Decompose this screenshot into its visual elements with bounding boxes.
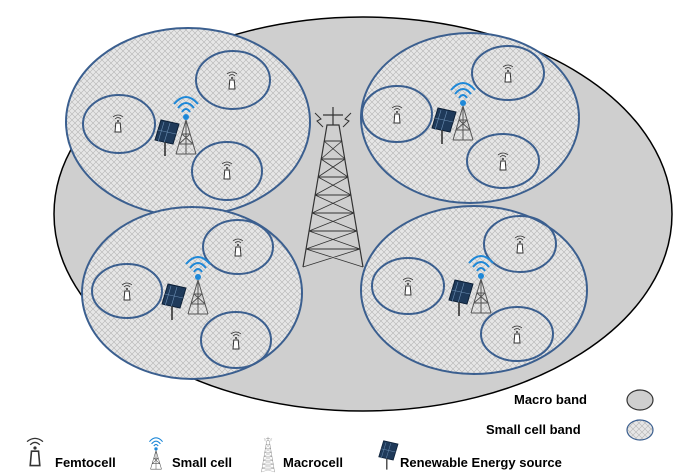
legend-femtocell-icon bbox=[26, 437, 44, 467]
legend-macro-band-label: Macro band bbox=[514, 392, 587, 407]
legend-macrocell-label: Macrocell bbox=[283, 455, 343, 470]
legend-small-cell-label: Small cell bbox=[172, 455, 232, 470]
small-cell-band-swatch bbox=[626, 419, 654, 441]
legend-small-cell-band-label: Small cell band bbox=[486, 422, 581, 437]
small-cell-cluster-bottom-right bbox=[360, 205, 588, 375]
small-cell-cluster-top-left bbox=[65, 27, 311, 217]
legend-small-cell-icon bbox=[148, 437, 164, 470]
legend-macrocell-icon bbox=[261, 436, 275, 473]
small-cell-cluster-top-right bbox=[360, 32, 580, 204]
legend-solar-panel-icon bbox=[378, 440, 399, 471]
legend-femtocell-label: Femtocell bbox=[55, 455, 116, 470]
macro-band-swatch bbox=[626, 389, 654, 411]
legend-renewable-label: Renewable Energy source bbox=[400, 455, 562, 470]
small-cell-cluster-bottom-left bbox=[81, 206, 303, 380]
